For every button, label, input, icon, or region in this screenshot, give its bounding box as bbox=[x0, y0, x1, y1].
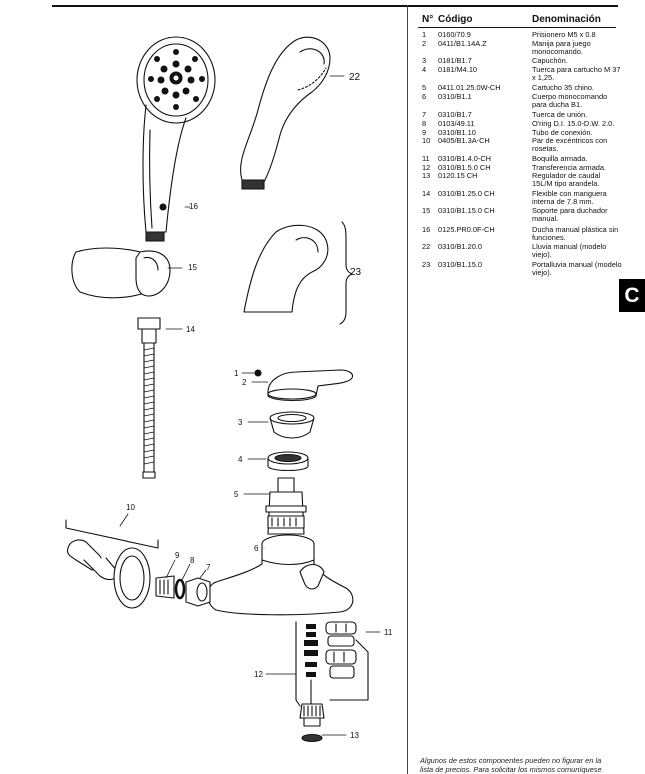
row-num: 7 bbox=[422, 110, 427, 119]
row-name: Flexible con manguera interna de 7.8 mm. bbox=[532, 189, 607, 207]
hand-shower-16 bbox=[136, 36, 216, 242]
row-num: 8 bbox=[422, 119, 427, 128]
callout-22: 22 bbox=[349, 72, 361, 83]
row-code: 0405/B1.3A-CH bbox=[438, 136, 490, 145]
callout-13: 13 bbox=[350, 731, 359, 740]
callout-9: 9 bbox=[175, 551, 180, 560]
row-name: Soporte para duchador manual. bbox=[532, 206, 608, 224]
callout-2: 2 bbox=[242, 378, 247, 387]
callout-7: 7 bbox=[206, 563, 211, 572]
column-divider bbox=[407, 5, 408, 774]
flexible-hose-14 bbox=[137, 317, 161, 479]
row-num: 10 bbox=[422, 136, 431, 145]
callout-3: 3 bbox=[238, 418, 243, 427]
row-name: Lluvia manual (modelo viejo). bbox=[532, 242, 607, 260]
callout-4: 4 bbox=[238, 455, 243, 464]
mixer-body-6 bbox=[207, 534, 354, 616]
row-name: Boquilla armada. bbox=[532, 154, 588, 163]
shower-holder-15 bbox=[71, 247, 171, 299]
section-tab: C bbox=[619, 279, 645, 312]
top-rule bbox=[52, 5, 618, 7]
flow-regulator-13 bbox=[301, 733, 323, 743]
header-rule bbox=[418, 27, 616, 28]
cartridge-nut-4 bbox=[267, 451, 309, 472]
row-code: 0310/B1.10 bbox=[438, 128, 476, 137]
row-num: 9 bbox=[422, 128, 427, 137]
row-code: 0310/B1.15.0 CH bbox=[438, 206, 495, 215]
row-num: 1 bbox=[422, 30, 427, 39]
row-code: 0310/B1.1 bbox=[438, 92, 472, 101]
callout-14: 14 bbox=[186, 325, 195, 334]
callout-1: 1 bbox=[234, 369, 239, 378]
row-name: O'ring D.I. 15.0-D.W. 2.0. bbox=[532, 119, 615, 128]
row-num: 5 bbox=[422, 83, 427, 92]
row-code: 0160/70.9 bbox=[438, 30, 471, 39]
row-name: Par de excéntricos con rosetas. bbox=[532, 136, 608, 154]
callout-12: 12 bbox=[254, 670, 263, 679]
row-code: 0103/49.11 bbox=[438, 119, 475, 128]
callout-11: 11 bbox=[384, 628, 393, 637]
callout-6: 6 bbox=[254, 544, 259, 553]
row-name: Manija para juego monocomando. bbox=[532, 39, 591, 57]
row-num: 15 bbox=[422, 206, 431, 215]
row-num: 13 bbox=[422, 171, 431, 180]
header-code: Código bbox=[438, 14, 473, 25]
lever-handle-2 bbox=[267, 369, 354, 402]
header-num: N° bbox=[422, 14, 434, 25]
row-num: 23 bbox=[422, 260, 431, 269]
row-name: Ducha manual plástica sin funciones. bbox=[532, 225, 619, 243]
row-num: 4 bbox=[422, 65, 427, 74]
o-ring-8 bbox=[174, 578, 186, 600]
cartridge-5 bbox=[265, 477, 307, 535]
diverter-assembly-12 bbox=[295, 621, 325, 727]
row-code: 0125.PR0.0F-CH bbox=[438, 225, 495, 234]
row-name: Tuerca de unión. bbox=[532, 110, 588, 119]
row-code: 0310/B1.20.0 bbox=[438, 242, 482, 251]
row-num: 22 bbox=[422, 242, 431, 251]
row-code: 0310/B1.4.0-CH bbox=[438, 154, 491, 163]
row-name: Cuerpo monocomando para ducha B1. bbox=[532, 92, 608, 110]
row-code: 0310/B1.15.0 bbox=[438, 260, 482, 269]
row-num: 3 bbox=[422, 56, 427, 65]
row-num: 6 bbox=[422, 92, 427, 101]
row-code: 0310/B1.7 bbox=[438, 110, 472, 119]
cap-3 bbox=[269, 411, 315, 439]
union-nut-7 bbox=[185, 577, 211, 607]
row-num: 12 bbox=[422, 163, 431, 172]
row-num: 14 bbox=[422, 189, 431, 198]
spout-assembly-11 bbox=[325, 621, 369, 701]
connection-tube-9 bbox=[155, 575, 175, 599]
row-code: 0411.01.25.0W-CH bbox=[438, 83, 501, 92]
row-name: Portalluvia manual (modelo viejo). bbox=[532, 260, 622, 278]
row-num: 2 bbox=[422, 39, 427, 48]
row-code: 0181/M4.10 bbox=[438, 65, 478, 74]
footnote: Algunos de estos componentes pueden no f… bbox=[420, 756, 602, 774]
row-code: 0310/B1.25.0 CH bbox=[438, 189, 495, 198]
callout-16: 16 bbox=[189, 202, 198, 211]
row-code: 0120.15 CH bbox=[438, 171, 478, 180]
row-code: 0181/B1.7 bbox=[438, 56, 472, 65]
callout-15: 15 bbox=[188, 263, 197, 272]
exploded-parts-diagram: 16 22 15 23 14 1 2 3 4 5 6 10 9 8 7 11 1… bbox=[65, 36, 393, 743]
header-name: Denominación bbox=[532, 14, 601, 25]
row-num: 16 bbox=[422, 225, 431, 234]
row-name: Transferencia armada. bbox=[532, 163, 607, 172]
callout-23: 23 bbox=[350, 267, 362, 278]
callout-5: 5 bbox=[234, 490, 239, 499]
row-name: Cartucho 35 chino. bbox=[532, 83, 595, 92]
row-num: 11 bbox=[422, 154, 430, 163]
row-name: Prisionero M5 x 0.8 bbox=[532, 30, 596, 39]
row-name: Capuchón. bbox=[532, 56, 568, 65]
shower-holder-23 bbox=[243, 221, 353, 325]
row-code: 0411/B1.14A.Z bbox=[438, 39, 487, 48]
hand-shower-22 bbox=[240, 36, 331, 190]
row-name: Tuerca para cartucho M 37 x 1,25. bbox=[532, 65, 621, 83]
row-name: Tubo de conexión. bbox=[532, 128, 593, 137]
row-name: Regulador de caudal 15L/M tipo arandela. bbox=[532, 171, 601, 189]
callout-8: 8 bbox=[190, 556, 195, 565]
grub-screw-1 bbox=[254, 369, 262, 377]
eccentric-pair-10 bbox=[65, 519, 159, 609]
callout-10: 10 bbox=[126, 503, 135, 512]
row-code: 0310/B1.5.0 CH bbox=[438, 163, 491, 172]
